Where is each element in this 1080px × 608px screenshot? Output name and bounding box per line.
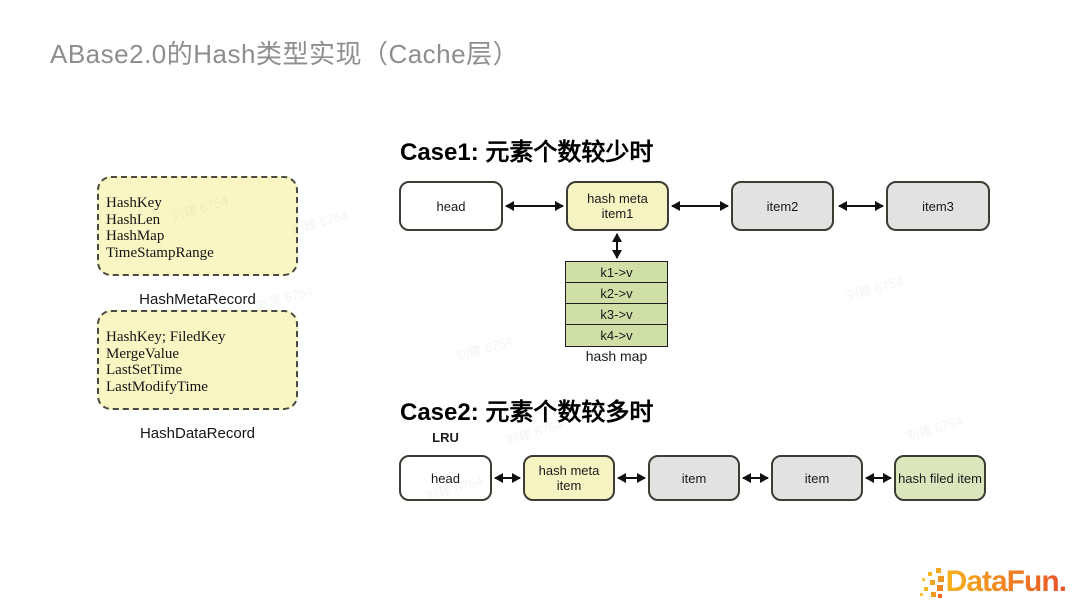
vertical-double-arrow-icon <box>612 233 622 259</box>
node-label: hash meta <box>587 191 648 206</box>
record-field: HashLen <box>106 211 161 228</box>
watermark-text: 刘建 6754 <box>454 333 515 364</box>
record-field: TimeStampRange <box>106 244 214 261</box>
hash-map-row: k4->v <box>566 325 667 346</box>
double-arrow-icon <box>742 473 769 483</box>
case2-node-hash-filed-item: hash filed item <box>894 455 986 501</box>
slide-title: ABase2.0的Hash类型实现（Cache层） <box>50 39 520 69</box>
hash-data-record-box: HashKey; FiledKey MergeValue LastSetTime… <box>97 310 298 410</box>
node-label: hash filed item <box>898 470 982 486</box>
case1-node-item3: item3 <box>886 181 990 231</box>
watermark-text: 刘建 6754 <box>844 273 905 304</box>
record-field: HashKey; FiledKey <box>106 329 226 345</box>
case1-title: Case1: 元素个数较少时 <box>400 139 654 166</box>
node-label: item3 <box>922 198 954 214</box>
record-field: MergeValue <box>106 345 180 362</box>
case2-node-item-b: item <box>771 455 863 501</box>
double-arrow-icon <box>671 201 729 211</box>
hash-meta-record-label: HashMetaRecord <box>139 291 256 308</box>
datafun-logo: DataFun. <box>918 564 1067 600</box>
double-arrow-icon <box>494 473 521 483</box>
node-label: item1 <box>601 206 634 221</box>
record-field: LastSetTime <box>106 362 183 378</box>
node-label: item <box>804 470 830 486</box>
node-label: hash meta item <box>538 463 600 493</box>
node-label: head <box>431 470 460 486</box>
record-field: HashMap <box>106 228 165 244</box>
node-label: item2 <box>766 198 799 214</box>
record-field: HashKey <box>106 195 162 211</box>
case2-node-item-a: item <box>648 455 740 501</box>
record-field: LastModifyTime <box>106 378 208 395</box>
node-label: head <box>436 198 466 214</box>
double-arrow-icon <box>865 473 892 483</box>
case2-title: Case2: 元素个数较多时 <box>400 399 654 426</box>
lru-label: LRU <box>432 430 459 445</box>
hash-map-row: k2->v <box>566 283 667 304</box>
double-arrow-icon <box>617 473 646 483</box>
case1-node-head: head <box>399 181 503 231</box>
double-arrow-icon <box>838 201 884 211</box>
logo-pixel-dots-icon <box>919 568 944 598</box>
watermark-text: 刘建 6754 <box>904 413 965 444</box>
node-label: item <box>681 470 707 486</box>
hash-map-table: k1->v k2->v k3->v k4->v <box>565 261 668 347</box>
case1-node-hash-meta-item1: hash meta item1 <box>566 181 669 231</box>
hash-data-record-label: HashDataRecord <box>139 425 256 442</box>
logo-wordmark: DataFun. <box>945 565 1067 598</box>
case2-node-hash-meta-item: hash meta item <box>523 455 615 501</box>
double-arrow-icon <box>505 201 564 211</box>
case2-node-head: head <box>399 455 492 501</box>
hash-meta-record-box: HashKey HashLen HashMap TimeStampRange <box>97 176 298 276</box>
hash-map-label: hash map <box>585 348 648 364</box>
case1-node-item2: item2 <box>731 181 834 231</box>
hash-map-row: k1->v <box>566 262 667 283</box>
hash-map-row: k3->v <box>566 304 667 325</box>
